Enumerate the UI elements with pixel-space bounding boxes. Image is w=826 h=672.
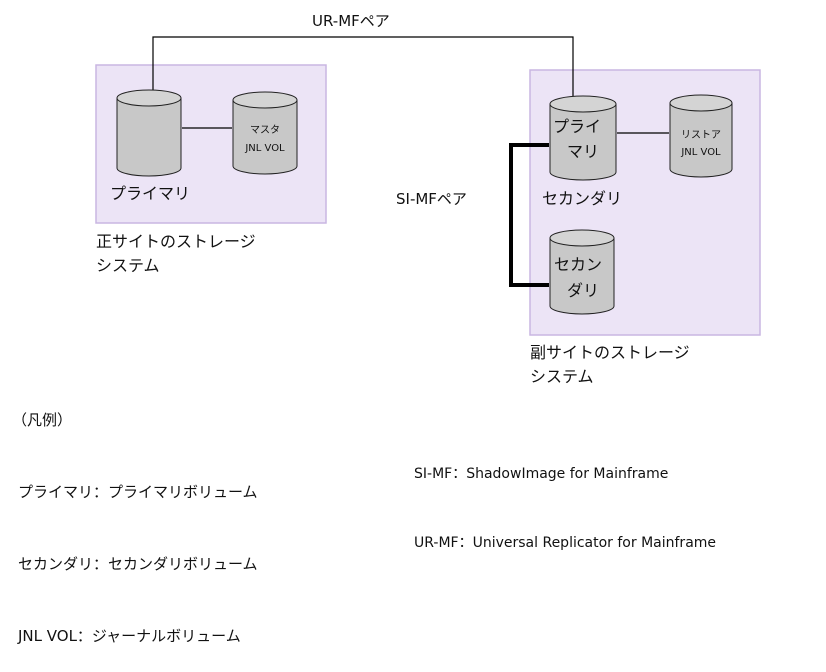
master-jnl-label-line2: JNL VOL xyxy=(244,143,285,154)
primary-volume-label: プライマリ xyxy=(110,184,190,203)
primary-site-label-line1: 正サイトのストレージ xyxy=(96,232,256,251)
secondary-site-label-line2: システム xyxy=(530,367,594,386)
primary-volume-cylinder xyxy=(116,89,182,177)
restore-jnl-cylinder xyxy=(669,94,733,178)
secondary-volume-label: セカンダリ xyxy=(542,189,622,208)
secondary-site-label-line1: 副サイトのストレージ xyxy=(530,343,690,362)
legend-item: JNL VOL：ジャーナルボリューム xyxy=(18,627,241,645)
primary-site-label-line2: システム xyxy=(96,256,160,275)
abbreviation-item: UR-MF：Universal Replicator for Mainframe xyxy=(414,535,717,551)
ur-mf-pair-line xyxy=(152,36,574,100)
replication-diagram: UR-MFペア SI-MFペア プライマリ マスタ JNL VOL プライ マリ… xyxy=(95,12,761,386)
secondary-primary-cylinder xyxy=(549,95,617,181)
si-secondary-label-line2: ダリ xyxy=(567,281,599,300)
legend-item: プライマリ：プライマリボリューム xyxy=(18,483,258,501)
legend-item: セカンダリ：セカンダリボリューム xyxy=(18,555,258,573)
si-mf-pair-label: SI-MFペア xyxy=(396,190,467,208)
legend-block: （凡例） プライマリ：プライマリボリューム セカンダリ：セカンダリボリューム J… xyxy=(12,360,258,672)
abbreviation-item: SI-MF：ShadowImage for Mainframe xyxy=(414,466,669,482)
si-mf-pair-line xyxy=(509,143,549,287)
secondary-primary-label-line1: プライ xyxy=(553,117,601,136)
ur-mf-pair-label: UR-MFペア xyxy=(312,12,390,30)
master-jnl-label-line1: マスタ xyxy=(250,124,280,136)
si-secondary-cylinder xyxy=(549,229,615,315)
abbreviation-block: SI-MF：ShadowImage for Mainframe UR-MF：Un… xyxy=(414,417,716,578)
master-jnl-cylinder xyxy=(232,91,298,175)
si-secondary-label-line1: セカン xyxy=(554,255,602,274)
restore-jnl-label-line2: JNL VOL xyxy=(680,147,721,158)
secondary-primary-label-line2: マリ xyxy=(567,142,599,161)
restore-jnl-label-line1: リストア xyxy=(681,130,721,141)
legend-title: （凡例） xyxy=(12,411,73,429)
